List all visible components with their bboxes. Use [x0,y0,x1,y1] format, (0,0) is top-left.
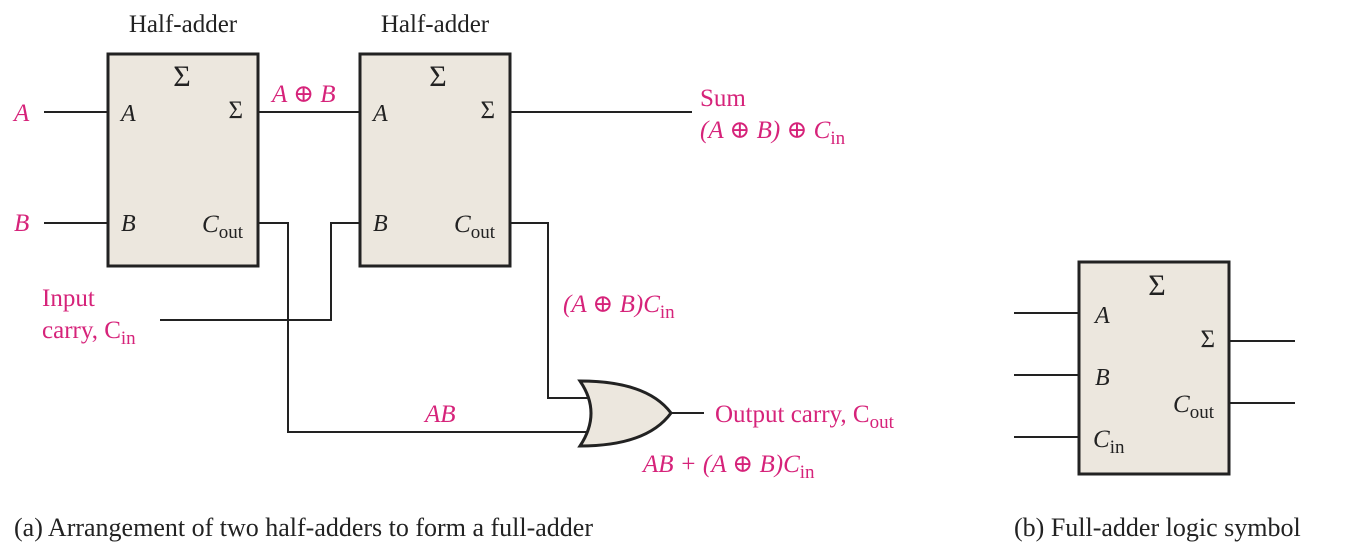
ha2-carry-expression: (A ⊕ B)Cin [563,291,675,323]
output-carry-expression: AB + (A ⊕ B)Cin [641,451,815,483]
sum-label: Sum [700,85,746,112]
input-b-label: B [14,210,29,237]
a-xor-b-label: A ⊕ B [270,81,336,108]
input-carry-label-line2: carry, Cin [42,317,136,349]
half-adder-1-title: Half-adder [129,11,238,38]
sum-expression: (A ⊕ B) ⊕ Cin [700,117,846,149]
input-a-label: A [12,100,30,127]
half-adder-2-input-a-label: A [371,101,388,127]
half-adder-2-input-b-label: B [373,211,388,237]
wire-input-carry [160,222,360,321]
half-adder-1-sigma: Σ [173,60,190,93]
ab-label: AB [423,401,456,428]
or-gate [577,379,673,448]
wire-ha1-carry [258,222,590,433]
full-adder-input-a-label: A [1093,303,1110,329]
half-adder-2-sigma: Σ [429,60,446,93]
half-adder-1-block [106,52,260,268]
caption-b: (b) Full-adder logic symbol [1014,513,1301,542]
half-adder-1-carry-label: Cout [202,211,244,243]
full-adder-sigma: Σ [1148,269,1165,302]
half-adder-1-sum-label: Σ [228,97,243,124]
half-adder-2-sum-label: Σ [480,97,495,124]
half-adder-1: Half-adder Σ A B Σ Cout [106,11,260,268]
circuit-wires [44,111,704,433]
full-adder-symbol: Σ A B Cin Σ Cout [1014,260,1295,476]
half-adder-1-input-b-label: B [121,211,136,237]
half-adder-2: Half-adder Σ A B Σ Cout [358,11,512,268]
half-adder-2-carry-label: Cout [454,211,496,243]
input-carry-label-line1: Input [42,285,95,312]
caption-a: (a) Arrangement of two half-adders to fo… [14,513,593,542]
full-adder-cout-label: Cout [1173,391,1215,423]
half-adder-1-input-a-label: A [119,101,136,127]
full-adder-input-b-label: B [1095,365,1110,391]
output-carry-label: Output carry, Cout [715,401,895,433]
full-adder-sum-label: Σ [1200,326,1215,353]
full-adder-input-cin-label: Cin [1093,426,1125,458]
half-adder-2-block [358,52,512,268]
wire-ha2-carry [510,222,590,399]
signal-labels: A B Input carry, Cin A ⊕ B Sum (A ⊕ B) ⊕… [12,81,895,483]
half-adder-2-title: Half-adder [381,11,490,38]
full-adder-block [1077,260,1231,476]
